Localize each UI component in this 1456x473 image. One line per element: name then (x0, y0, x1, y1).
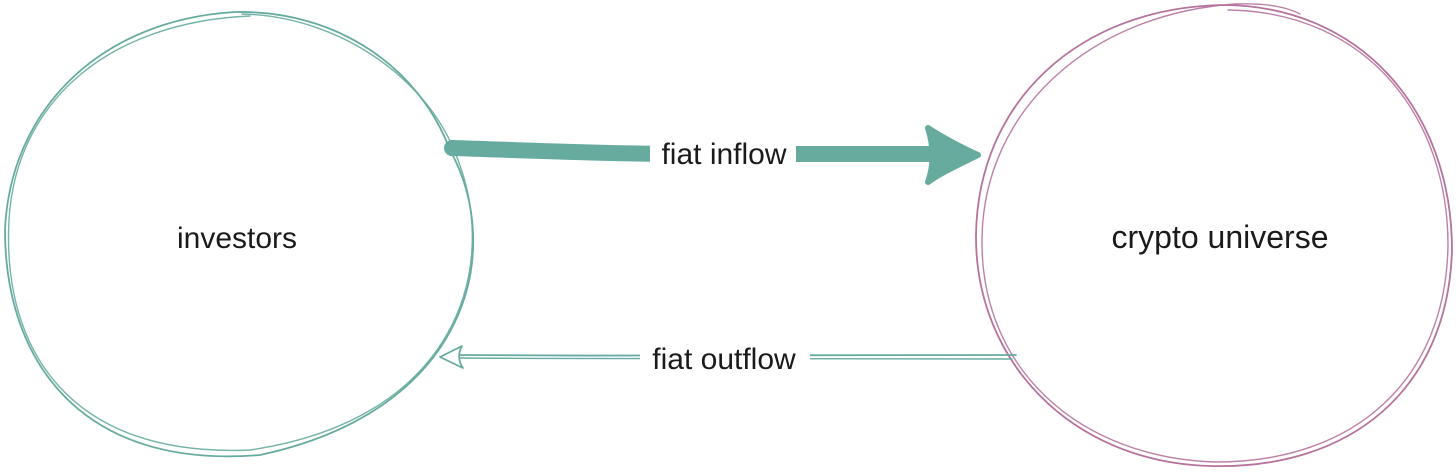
investors-node-label: investors (177, 222, 297, 255)
crypto-universe-node-label: crypto universe (1112, 219, 1329, 255)
investors-node[interactable]: investors (4, 11, 475, 458)
crypto-universe-node-outline-sketch (981, 3, 1449, 463)
fiat-inflow-label-bg (650, 134, 796, 174)
fiat-inflow-edge[interactable]: fiat inflow (444, 125, 981, 185)
crypto-universe-node[interactable]: crypto universe (975, 3, 1453, 467)
fiat-outflow-label: fiat outflow (652, 343, 796, 376)
fiat-inflow-arrowhead-icon (925, 125, 981, 185)
crypto-universe-node-outline (975, 4, 1453, 467)
fiat-outflow-edge[interactable]: fiat outflow (439, 338, 1017, 378)
fiat-outflow-label-bg (640, 338, 810, 378)
investors-node-outline-sketch (7, 13, 473, 452)
fiat-inflow-label: fiat inflow (661, 138, 786, 171)
investors-node-outline (4, 11, 475, 458)
fiat-outflow-arrowhead-icon (439, 345, 464, 369)
